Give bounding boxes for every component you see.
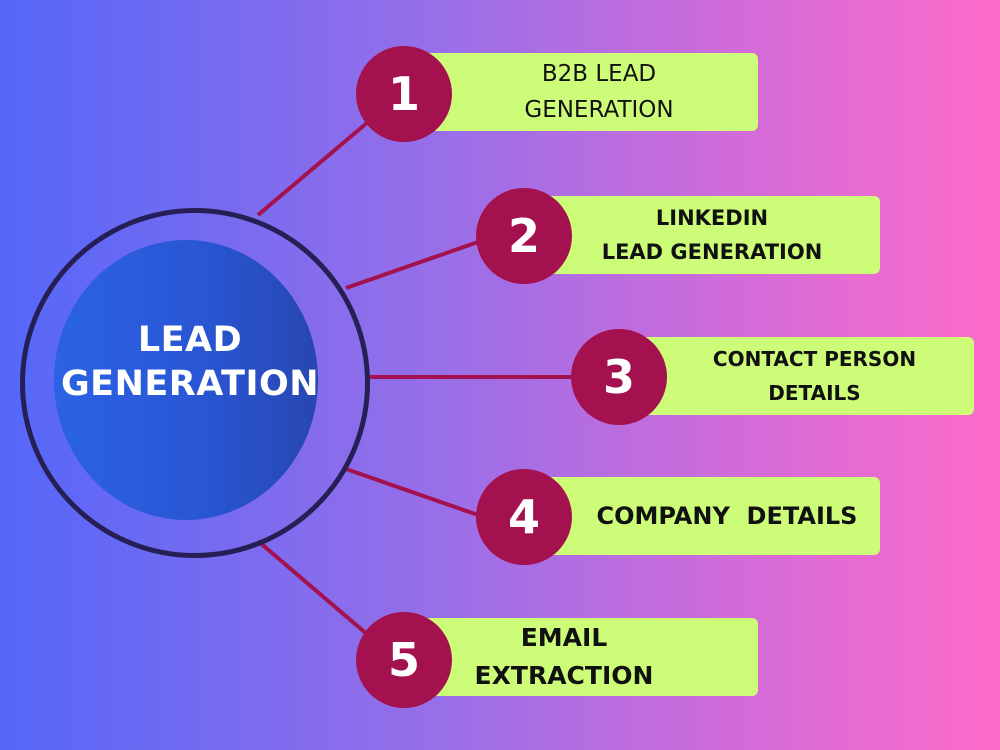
item-4-line1: COMPANY DETAILS	[596, 502, 858, 530]
item-5-line2: EXTRACTION	[474, 661, 654, 690]
item-3-line1: CONTACT PERSON	[712, 347, 917, 371]
item-1-line2: GENERATION	[524, 97, 674, 123]
item-2-number: 2	[507, 209, 540, 263]
item-4-number: 4	[507, 490, 540, 544]
item-box-2: LINKEDIN LEAD GENERATION	[540, 196, 880, 274]
item-badge-3: 3	[571, 329, 667, 425]
item-box-3: CONTACT PERSON DETAILS	[635, 337, 974, 415]
connector-5	[256, 539, 370, 637]
hub-title: LEAD GENERATION	[30, 318, 350, 406]
item-box-4: COMPANY DETAILS	[540, 477, 880, 555]
item-box-1: B2B LEAD GENERATION	[420, 53, 758, 131]
item-5-number: 5	[387, 633, 420, 687]
hub-title-line1: LEAD	[137, 320, 243, 360]
item-1-line1: B2B LEAD	[541, 61, 657, 87]
item-badge-4: 4	[476, 469, 572, 565]
item-badge-2: 2	[476, 188, 572, 284]
connector-2	[345, 240, 479, 290]
item-badge-1: 1	[356, 46, 452, 142]
connector-4	[345, 467, 479, 517]
hub-circle	[54, 240, 318, 520]
item-3-line2: DETAILS	[768, 381, 861, 405]
item-5-line1: EMAIL	[520, 623, 608, 652]
hub-title-line2: GENERATION	[60, 364, 320, 404]
connector-1	[256, 120, 370, 217]
item-box-5: EMAIL EXTRACTION	[420, 618, 758, 696]
item-1-number: 1	[387, 67, 420, 121]
item-2-line1: LINKEDIN	[655, 206, 769, 230]
item-3-number: 3	[602, 350, 635, 404]
hub-outer-ring	[20, 208, 370, 558]
item-badge-5: 5	[356, 612, 452, 708]
item-2-line2: LEAD GENERATION	[601, 240, 823, 264]
